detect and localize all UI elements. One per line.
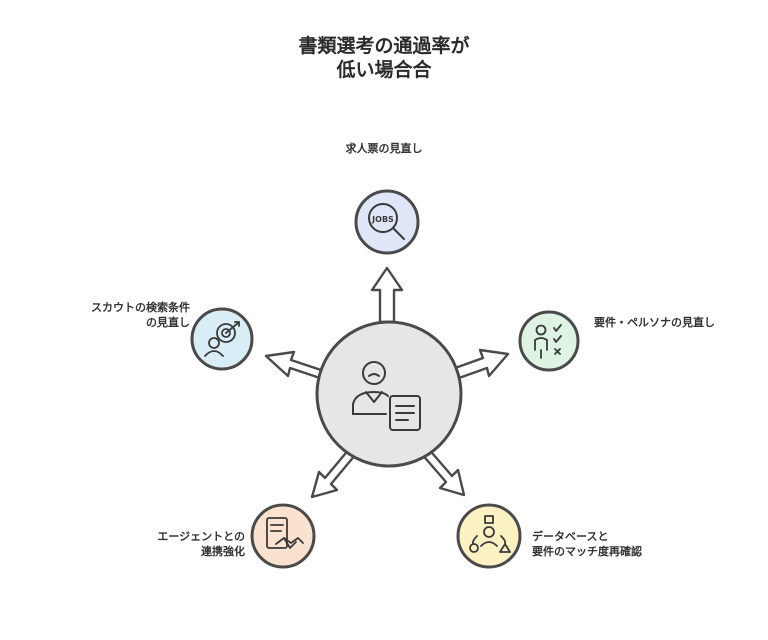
jobs-search-icon: JOBS	[368, 203, 405, 240]
label-bottom-right-line-2: 要件のマッチ度再確認	[532, 545, 642, 558]
node-right	[518, 310, 580, 372]
arrow-up	[370, 266, 404, 324]
title-line-2: 低い場合合	[336, 59, 432, 81]
label-left-line-2: の見直し	[146, 316, 190, 329]
label-left: スカウトの検索条件 の見直し	[40, 300, 190, 330]
svg-text:JOBS: JOBS	[371, 215, 394, 224]
arrow-right	[453, 348, 510, 380]
label-bottom-left-line-2: 連携強化	[201, 545, 245, 558]
database-shapes-icon	[469, 515, 511, 553]
label-bottom-right: データベースと 要件のマッチ度再確認	[532, 529, 642, 559]
node-left	[190, 307, 254, 371]
label-left-line-1: スカウトの検索条件	[91, 301, 190, 314]
node-top: JOBS	[354, 189, 420, 255]
handshake-document-icon	[266, 517, 304, 549]
persona-checklist-icon	[534, 324, 562, 359]
title-line-1: 書類選考の通過率が	[298, 35, 470, 57]
recruiter-document-icon	[352, 361, 421, 431]
center-hub	[315, 320, 463, 468]
target-person-icon	[204, 321, 240, 357]
node-bottom-left	[250, 503, 316, 569]
label-right: 要件・ペルソナの見直し	[594, 316, 715, 329]
arrow-left	[264, 350, 323, 380]
label-bottom-left-line-1: エージェントとの	[157, 530, 245, 543]
label-bottom-right-line-1: データベースと	[532, 530, 609, 543]
label-bottom-left: エージェントとの 連携強化	[100, 529, 245, 559]
label-top: 求人票の見直し	[345, 142, 423, 155]
node-bottom-right	[456, 503, 522, 569]
arrow-down-left	[310, 446, 358, 499]
diagram-title: 書類選考の通過率が 低い場合合	[0, 34, 768, 82]
